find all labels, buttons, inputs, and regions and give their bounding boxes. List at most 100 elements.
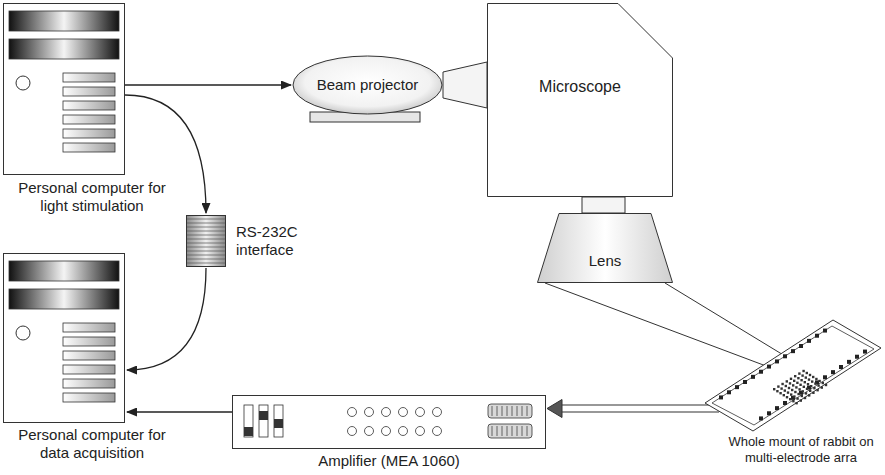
amplifier-jack [348, 408, 357, 417]
mea-pad [823, 375, 827, 379]
amplifier-jack [382, 408, 391, 417]
electrode-grid-dot [794, 375, 796, 377]
mea-pad [783, 354, 787, 358]
connector-ridge [187, 219, 225, 220]
connector-pin [522, 426, 523, 436]
electrode-grid-dot [798, 372, 800, 374]
connector-arrow [125, 85, 291, 86]
case-slot [63, 101, 115, 110]
mea-pad [823, 329, 827, 333]
amplifier-jack [348, 427, 357, 436]
drive-bay [9, 289, 119, 309]
electrode-grid-dot [812, 392, 814, 394]
connector-pin [527, 426, 528, 436]
amplifier-box: Amplifier (MEA 1060) [232, 395, 546, 473]
amplifier-jack [433, 408, 442, 417]
mea-pad [783, 401, 787, 405]
electrode-grid-dot [806, 372, 808, 374]
electrode-grid-dot [799, 384, 801, 386]
mea-pad [767, 411, 771, 415]
amplifier-jack [365, 427, 374, 436]
mea-pad [775, 359, 779, 363]
electrode-grid-dot [807, 383, 809, 385]
lens-box: Lens [537, 213, 673, 283]
connector-ridge [187, 231, 225, 232]
mea-pad [807, 339, 811, 343]
electrode-grid-dot [779, 392, 781, 394]
electrode-grid-dot [814, 382, 816, 384]
connector-pin [507, 406, 508, 416]
mea-pad [767, 365, 771, 369]
electrode-grid-dot [798, 388, 800, 390]
case-slot [63, 115, 115, 124]
connector-ridge [187, 255, 225, 256]
projector-body [293, 56, 442, 114]
computer-case [4, 254, 125, 423]
electrode-grid-dot [784, 389, 786, 391]
node-label: RS-232C interface [236, 223, 326, 259]
connector-ridge [187, 243, 225, 244]
electrode-grid-dot [816, 389, 818, 391]
connector-line [127, 268, 206, 370]
electrode-grid-dot [818, 380, 820, 382]
connector-ridge [187, 239, 225, 240]
electrode-grid-dot [795, 386, 797, 388]
amplifier-jack [416, 427, 425, 436]
microscope-box: Microscope [487, 3, 673, 197]
node-label: Microscope [487, 77, 673, 96]
electrode-grid-dot [792, 400, 794, 402]
mea-pad [799, 344, 803, 348]
electrode-grid-dot [796, 397, 798, 399]
electrode-grid-dot [790, 393, 792, 395]
electrode-grid-dot [825, 384, 827, 386]
electrode-grid-dot [801, 374, 803, 376]
case-slot [63, 323, 115, 332]
electrode-grid-dot [788, 387, 790, 389]
tower-outline [3, 253, 125, 423]
electrode-grid-dot [787, 391, 789, 393]
electrode-grid-dot [809, 374, 811, 376]
node-label: Lens [537, 252, 673, 270]
lens-outline [537, 213, 673, 283]
amplifier-case [233, 396, 546, 449]
case-slot [63, 87, 115, 96]
case-slot [63, 143, 115, 152]
mea-pad [743, 380, 747, 384]
connector-pin [492, 406, 493, 416]
case-slot [63, 337, 115, 346]
connector-arrow [547, 400, 719, 418]
amplifier-jack [416, 408, 425, 417]
case-slot [63, 351, 115, 360]
electrode-grid-dot [817, 384, 819, 386]
electrode-grid-dot [776, 390, 778, 392]
mea-plate-inner [712, 326, 874, 425]
electrode-grid-dot [803, 386, 805, 388]
electrode-grid-dot [789, 382, 791, 384]
connector-ridge [187, 227, 225, 228]
connector-ridge [187, 235, 225, 236]
node-label: Beam projector [292, 76, 443, 94]
case-slot [63, 379, 115, 388]
electrode-grid-dot [805, 392, 807, 394]
electrode-grid-dot [805, 376, 807, 378]
electrode-grid-dot [777, 385, 779, 387]
connector-arrow [127, 268, 206, 370]
connector-pin [502, 426, 503, 436]
projector-lens [443, 62, 487, 108]
electrode-grid-dot [793, 380, 795, 382]
mea-pad [719, 395, 723, 399]
connector-pin [492, 426, 493, 436]
arrow-head [547, 400, 562, 418]
connector-line [561, 404, 719, 405]
mea-pad [727, 390, 731, 394]
node-label: Personal computer for data acquisition [3, 426, 181, 462]
connector-arrow [127, 412, 232, 413]
tower-outline [3, 3, 125, 175]
case-slot [63, 129, 115, 138]
amplifier-jack [399, 427, 408, 436]
electrode-grid-dot [811, 380, 813, 382]
power-button [16, 326, 30, 340]
electrode-grid-dot [822, 382, 824, 384]
mea-pad [775, 406, 779, 410]
mea-pad [847, 360, 851, 364]
